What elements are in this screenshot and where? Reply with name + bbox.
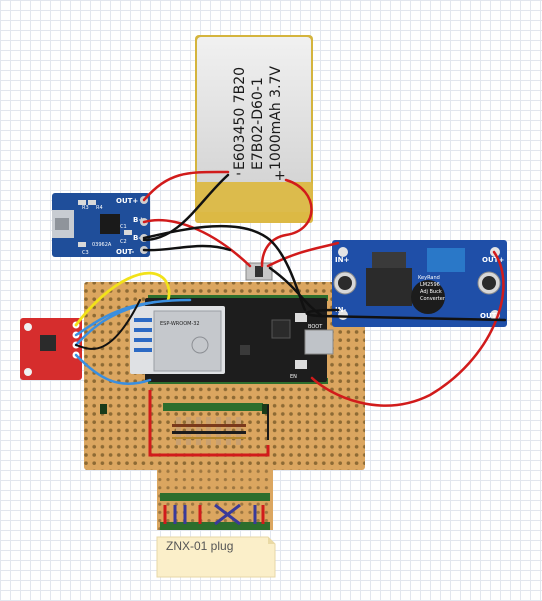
lipo-battery[interactable]: E603450 7B20 E7B02-D60-1 1000mAh 3.7V - … <box>195 35 313 223</box>
charger-code: 03962A <box>92 242 112 248</box>
plug-wiring <box>163 503 265 526</box>
battery-plus: + <box>274 168 286 184</box>
buck-out-plus: OUT+ <box>482 256 504 264</box>
buck-in-plus: IN+ <box>335 256 349 264</box>
battery-line-1: E603450 7B20 <box>232 67 248 170</box>
wires <box>74 170 507 407</box>
note-label: ZNX-01 plug <box>166 539 233 553</box>
battery-line-3: 1000mAh 3.7V <box>268 66 284 170</box>
charger-c1: C1 <box>120 224 127 230</box>
potentiometer[interactable] <box>427 248 465 272</box>
buck-brand: KeyRand <box>418 275 440 281</box>
buck-in-minus: IN- <box>335 306 346 314</box>
charger-r4: R4 <box>96 205 103 211</box>
boot-button[interactable] <box>295 313 307 322</box>
buck-chip: LM2596 <box>420 282 440 288</box>
charger-b-plus: B+ <box>133 216 144 224</box>
slide-switch[interactable] <box>245 262 273 281</box>
charger-module[interactable]: OUT+ OUT- B+ B- R3 C3 R4 C1 C2 03962A <box>52 193 150 257</box>
charger-b-minus: B- <box>133 234 141 242</box>
red-rail-wire <box>148 390 270 457</box>
charger-c2: C2 <box>120 239 127 245</box>
en-label: EN <box>290 374 297 380</box>
buck-converter[interactable]: KeyRand LM2596 Adj Buck Converter IN+ IN… <box>332 240 507 327</box>
charger-out-minus: OUT- <box>116 248 134 256</box>
note-card[interactable]: ZNX-01 plug <box>156 536 276 578</box>
charger-r3: R3 <box>82 205 89 211</box>
esp32-module-label: ESP-WROOM-32 <box>160 321 200 327</box>
buck-out-minus: OUT- <box>480 312 498 320</box>
boot-label: BOOT <box>308 324 323 330</box>
buck-desc-1: Adj Buck <box>420 289 442 295</box>
sensor-breakout[interactable] <box>20 318 82 380</box>
usb-port[interactable] <box>304 329 334 355</box>
battery-line-2: E7B02-D60-1 <box>250 77 266 170</box>
resistor-array <box>172 417 246 445</box>
esp32-board[interactable]: ESP-WROOM-32 BOOT EN <box>130 298 334 382</box>
charger-c3: C3 <box>82 250 89 256</box>
battery-minus: - <box>236 166 241 182</box>
buck-desc-2: Converter <box>420 296 446 302</box>
charger-out-plus: OUT+ <box>116 197 138 205</box>
en-button[interactable] <box>295 360 307 369</box>
